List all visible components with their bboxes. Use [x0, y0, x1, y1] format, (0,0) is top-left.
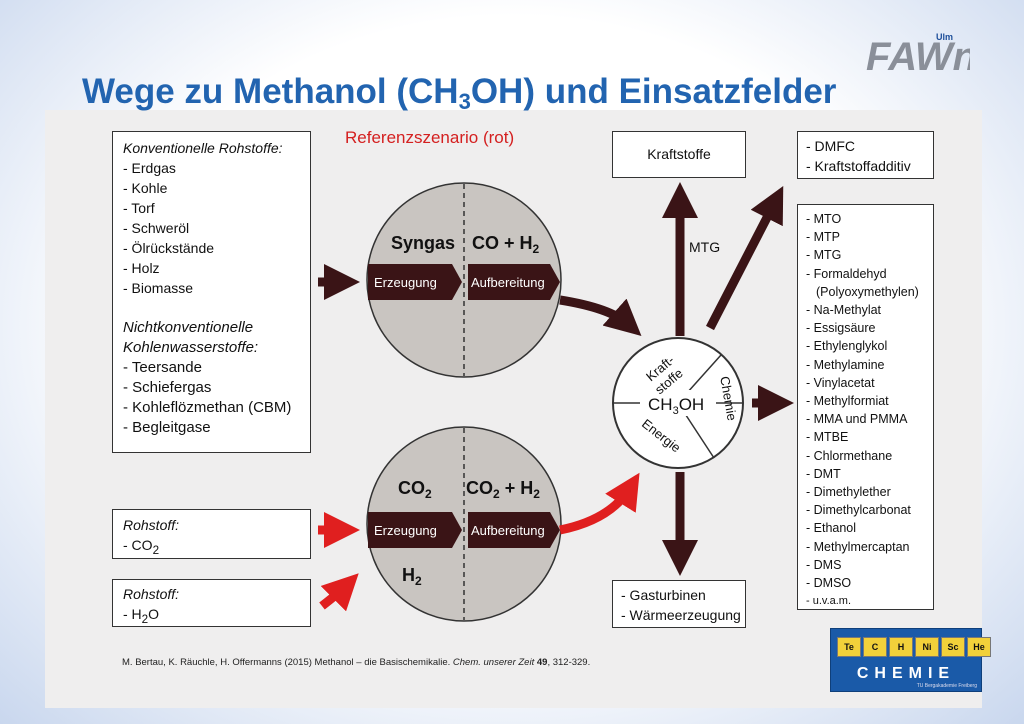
chemical-item: - Vinylacetat: [806, 375, 875, 390]
feedstock-item: - Holz: [123, 260, 160, 276]
energy-item: - Wärmeerzeugung: [621, 607, 741, 623]
methanol-label: CH3OH: [648, 395, 704, 417]
feedstock-item: - Teersande: [123, 359, 202, 376]
feedstock-item: - Erdgas: [123, 160, 176, 176]
co2-to-methanol-arrow: [559, 472, 640, 535]
syngas-step2-label: Aufbereitung: [471, 275, 545, 290]
feedstock-item: - Schweröl: [123, 220, 190, 236]
chemical-item: - MTG: [806, 248, 842, 263]
chemical-item: - Methylmercaptan: [806, 539, 910, 554]
fuels-box: Kraftstoffe: [612, 131, 746, 178]
chemical-item: (Polyoxymethylen): [816, 284, 919, 299]
syngas-circle: Syngas CO + H2 Erzeugung Aufbereitung: [366, 182, 562, 378]
co2-step1-arrow: [368, 512, 462, 548]
logo-letters: FAWn: [866, 35, 970, 78]
unconventional-heading-1: Nichtkonventionelle: [123, 319, 254, 336]
chemical-item: - Essigsäure: [806, 321, 876, 336]
chemical-item: - MTP: [806, 230, 841, 245]
chemical-item: - Na-Methylat: [806, 303, 882, 318]
h2o-item: - H2O: [123, 606, 160, 626]
hub-center-bg: [640, 390, 716, 416]
additive-item: - Kraftstoffadditiv: [806, 158, 911, 174]
feedstock-item: - Kohleflözmethan (CBM): [123, 399, 292, 416]
citation: M. Bertau, K. Räuchle, H. Offermanns (20…: [122, 657, 591, 668]
element-cell: He: [967, 637, 991, 657]
chemical-item: - u.v.a.m.: [806, 595, 852, 608]
syngas-label: Syngas: [391, 233, 455, 253]
chemical-item: - Dimethylether: [806, 485, 891, 500]
co2-item: - CO2: [123, 537, 160, 557]
chemical-item: - Formaldehyd: [806, 266, 887, 281]
co2-step1-label: Erzeugung: [374, 523, 437, 538]
h2o-heading: Rohstoff:: [123, 586, 180, 602]
element-cell: H: [889, 637, 913, 657]
element-cell: C: [863, 637, 887, 657]
co2-h2-label: CO2 + H2: [466, 478, 540, 501]
co2-circle-shape: [366, 426, 562, 622]
h2-label: H2: [402, 565, 422, 588]
logo-small: Ulm: [936, 32, 953, 42]
feedstock-item: - Biomasse: [123, 280, 194, 296]
energy-item: - Gasturbinen: [621, 587, 706, 603]
syngas-to-methanol-arrow: [559, 295, 642, 336]
chemical-item: - DMS: [806, 557, 842, 572]
page-title: Wege zu Methanol (CH3OH) und Einsatzfeld…: [82, 72, 837, 114]
energy-box: - Gasturbinen - Wärmeerzeugung: [612, 580, 746, 628]
chemical-item: - DMSO: [806, 576, 852, 591]
feedstock-item: - Schiefergas: [123, 379, 212, 396]
periodic-cells: Te C H Ni Sc He: [837, 637, 991, 657]
chemical-item: - DMT: [806, 466, 841, 481]
chemical-item: - MMA und PMMA: [806, 412, 908, 427]
chemical-item: - MTBE: [806, 430, 849, 445]
syngas-co-h2-label: CO + H2: [472, 233, 540, 256]
chemical-item: - Ethylenglykol: [806, 339, 888, 354]
feedstock-item: - Begleitgase: [123, 419, 211, 436]
fuels-label: Kraftstoffe: [647, 146, 711, 162]
unconventional-heading-2: Kohlenwasserstoffe:: [123, 339, 259, 356]
h2o-to-circle-arrow: [319, 573, 359, 612]
element-cell: Te: [837, 637, 861, 657]
co2-step2-arrow: [468, 512, 560, 548]
syngas-step1-label: Erzeugung: [374, 275, 437, 290]
feedstock-item: - Kohle: [123, 180, 168, 196]
conventional-heading: Konventionelle Rohstoffe:: [123, 140, 283, 156]
chemie-word: CHEMIE: [856, 665, 956, 682]
co2-feedstock-box: Rohstoff: - CO2: [112, 509, 311, 559]
chemical-item: - Ethanol: [806, 521, 857, 536]
fuel-additive-box: - DMFC - Kraftstoffadditiv: [797, 131, 934, 179]
fawn-logo: FAWn Ulm: [866, 32, 970, 78]
h2o-feedstock-box: Rohstoff: - H2O: [112, 579, 311, 627]
chemical-item: - Methylformiat: [806, 394, 889, 409]
chemical-item: - Dimethylcarbonat: [806, 503, 911, 518]
methanol-to-additives-arrow: [706, 186, 784, 331]
mtg-label: MTG: [689, 239, 720, 255]
element-cell: Sc: [941, 637, 965, 657]
chemical-item: - MTO: [806, 212, 842, 226]
co2-circle: CO2 CO2 + H2 Erzeugung Aufbereitung H2: [366, 426, 562, 622]
chemie-subtitle: TU Bergakademie Freiberg: [916, 683, 977, 689]
additive-item: - DMFC: [806, 138, 855, 154]
feedstock-item: - Ölrückstände: [123, 240, 215, 256]
chemical-item: - Methylamine: [806, 357, 885, 372]
chemicals-box: - MTO - MTP - MTG - Formaldehyd (Polyoxy…: [797, 204, 934, 610]
chemical-item: - Chlormethane: [806, 448, 893, 463]
co2-label: CO2: [398, 478, 432, 501]
syngas-step1-arrow: [368, 264, 462, 300]
feedstock-item: - Torf: [123, 200, 155, 216]
methanol-hub: CH3OH Kraft- stoffe Chemie Energie: [612, 337, 744, 469]
conventional-feedstock-box: Konventionelle Rohstoffe: - Erdgas - Koh…: [112, 131, 311, 453]
reference-scenario-label: Referenzszenario (rot): [345, 128, 515, 147]
element-cell: Ni: [915, 637, 939, 657]
syngas-circle-shape: [366, 182, 562, 378]
syngas-step2-arrow: [468, 264, 560, 300]
chemie-badge: Te C H Ni Sc He CHEMIE TU Bergakademie F…: [830, 628, 991, 692]
co2-heading: Rohstoff:: [123, 517, 180, 533]
co2-step2-label: Aufbereitung: [471, 523, 545, 538]
